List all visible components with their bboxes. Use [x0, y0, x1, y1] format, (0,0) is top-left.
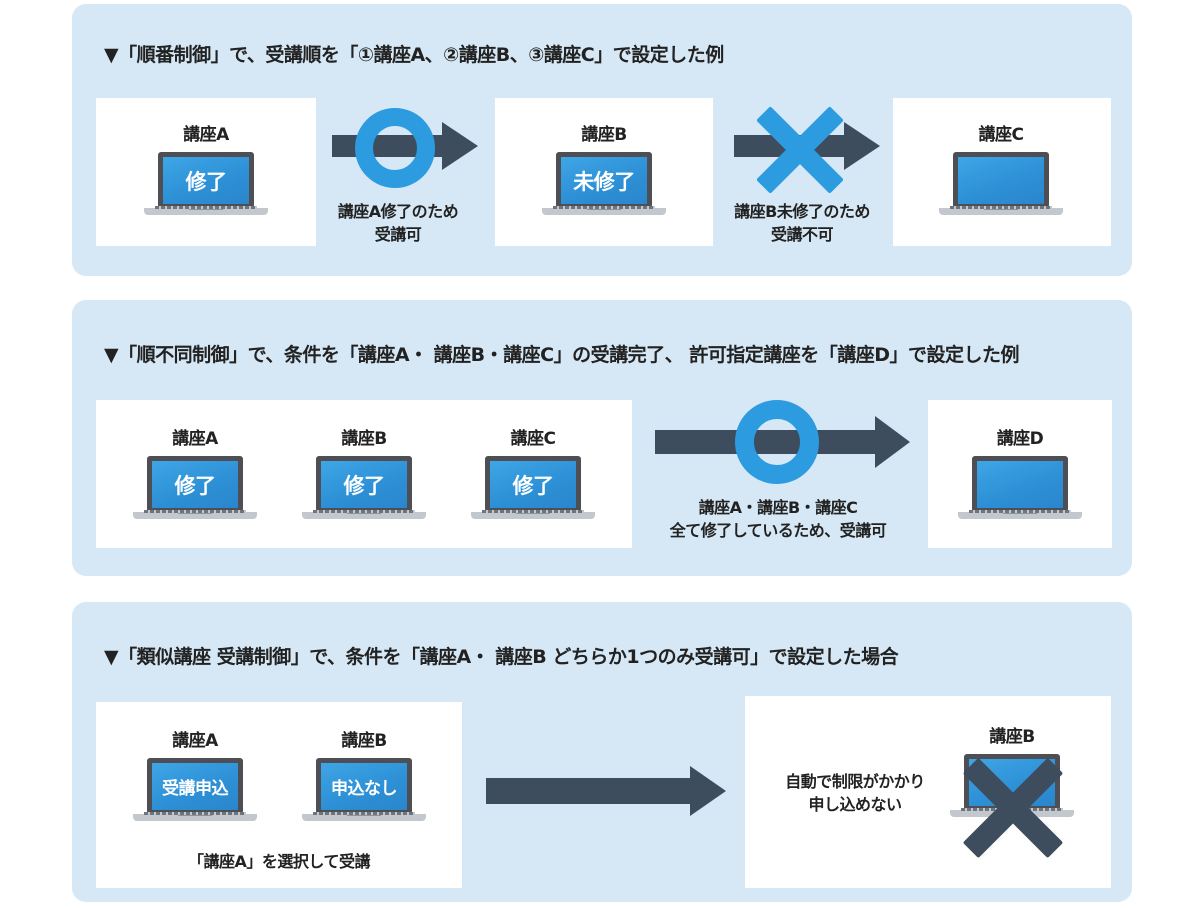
- screen-status: 修了: [174, 473, 217, 498]
- allowed-circle-icon: [735, 400, 819, 484]
- caption-select-course-a: 「講座A」を選択して受講: [188, 852, 370, 871]
- laptop-screen: [972, 456, 1068, 512]
- laptop-icon: 講座B 申込なし: [299, 726, 429, 821]
- laptop-screen: [953, 152, 1049, 208]
- course-label: 講座B: [989, 727, 1035, 747]
- course-label: 講座A: [183, 125, 229, 145]
- caption-course-b-not-done: 講座B未修了のため 受講不可: [734, 202, 870, 244]
- card-courses-ab: 講座A 受講申込 講座B 申込なし 「講座A」を選択して受講: [96, 702, 462, 888]
- card-course-d: 講座D: [928, 400, 1112, 548]
- screen-status: 修了: [343, 473, 386, 498]
- laptop-base: [133, 814, 257, 821]
- laptop-base: [939, 208, 1063, 215]
- laptop-icon: 講座A 修了: [141, 120, 271, 215]
- laptop-base: [958, 512, 1082, 519]
- heading-similar-course-control: ▼「類似講座 受講制御」で、条件を「講座A・ 講座B どちらか1つのみ受講可」で…: [104, 646, 899, 668]
- heading-unordered-control: ▼「順不同制御」で、条件を「講座A・ 講座B・講座C」の受講完了、 許可指定講座…: [104, 344, 1020, 366]
- course-label: 講座A: [172, 731, 218, 751]
- laptop-icon: 講座B 未修了: [539, 120, 669, 215]
- laptop-icon: 講座A 受講申込: [130, 726, 260, 821]
- laptop-screen: 修了: [158, 152, 254, 208]
- caption-course-a-done: 講座A修了のため 受講可: [337, 202, 459, 244]
- heading-sequential-control: ▼「順番制御」で、受講順を「①講座A、②講座B、③講座C」で設定した例: [104, 44, 724, 66]
- laptop-base: [542, 208, 666, 215]
- screen-status: 受講申込: [162, 779, 229, 799]
- course-label: 講座B: [341, 429, 387, 449]
- course-label: 講座B: [341, 731, 387, 751]
- screen-status: 修了: [512, 473, 555, 498]
- laptop-screen: 修了: [485, 456, 581, 512]
- course-label: 講座A: [172, 429, 218, 449]
- laptop-screen: 申込なし: [316, 758, 412, 814]
- laptop-screen: 修了: [316, 456, 412, 512]
- caption-all-completed: 講座A・講座B・講座C 全て修了しているため、受講可: [669, 498, 887, 540]
- laptop-icon: 講座C: [936, 120, 1066, 215]
- allowed-circle-icon: [355, 108, 435, 188]
- course-label: 講座B: [581, 125, 627, 145]
- laptop-base: [302, 814, 426, 821]
- laptop-screen: 未修了: [556, 152, 652, 208]
- laptop-base: [133, 512, 257, 519]
- laptop-icon: 講座B 修了: [299, 424, 429, 519]
- card-courses-abc: 講座A 修了 講座B 修了 講座C 修了: [96, 400, 632, 548]
- laptop-base: [144, 208, 268, 215]
- card-course-b: 講座B 未修了: [495, 98, 713, 246]
- laptop-base: [302, 512, 426, 519]
- laptop-base: [471, 512, 595, 519]
- screen-status: 未修了: [573, 169, 635, 194]
- screen-status: 申込なし: [331, 779, 398, 799]
- caption-auto-restricted: 自動で制限がかかり 申し込めない: [785, 772, 925, 814]
- screen-status: 修了: [185, 169, 228, 194]
- laptop-icon: 講座D: [955, 424, 1085, 519]
- card-course-b-blocked: 自動で制限がかかり 申し込めない 講座B: [745, 696, 1111, 888]
- card-course-a: 講座A 修了: [96, 98, 316, 246]
- course-label: 講座C: [978, 125, 1024, 145]
- denied-cross-icon: [962, 757, 1064, 859]
- laptop-icon: 講座C 修了: [468, 424, 598, 519]
- course-label: 講座D: [996, 429, 1044, 449]
- laptop-screen: 修了: [147, 456, 243, 512]
- card-course-c: 講座C: [893, 98, 1111, 246]
- laptop-icon: 講座A 修了: [130, 424, 260, 519]
- arrow-icon: [486, 766, 726, 816]
- course-label: 講座C: [510, 429, 556, 449]
- laptop-screen: 受講申込: [147, 758, 243, 814]
- denied-cross-icon: [756, 106, 844, 194]
